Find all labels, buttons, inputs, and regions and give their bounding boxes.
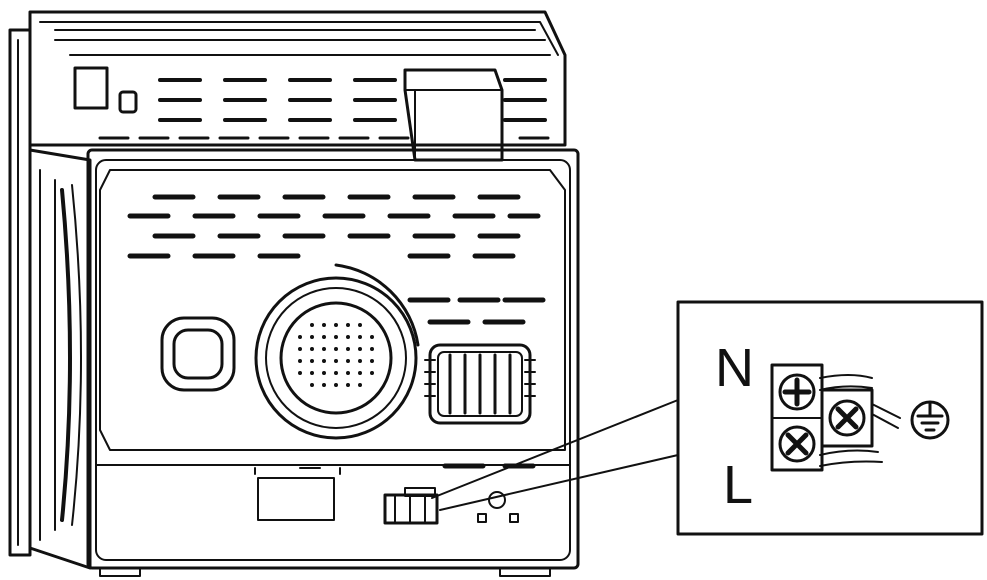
rear-vent-grille xyxy=(127,194,546,469)
oven-terminal-block xyxy=(383,487,439,525)
earth-screw-icon xyxy=(828,399,866,437)
mains-terminal-block xyxy=(770,363,901,472)
fan-cover-perforations xyxy=(298,323,374,387)
top-vent-grille xyxy=(98,78,550,140)
convection-fan-cover xyxy=(254,263,420,440)
neutral-label: N xyxy=(715,338,754,398)
live-screw-icon xyxy=(778,425,816,463)
neutral-screw-icon xyxy=(778,373,816,411)
heater-element-block xyxy=(424,343,536,425)
live-label: L xyxy=(723,455,753,515)
wiring-detail-callout xyxy=(676,300,984,536)
callout-leader xyxy=(431,399,679,511)
rear-port xyxy=(160,316,236,392)
oven-body xyxy=(8,10,580,577)
earth-ground-icon xyxy=(910,400,950,440)
